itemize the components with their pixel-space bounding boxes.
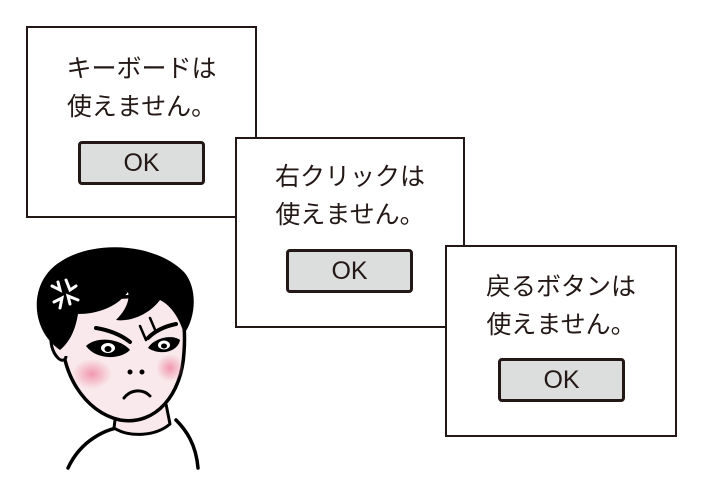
left-cheek: [72, 359, 112, 389]
error-dialog-keyboard: キーボードは 使えません。 OK: [26, 26, 257, 218]
face: [60, 292, 187, 423]
ok-button[interactable]: OK: [286, 249, 413, 293]
dialog-message-line: 使えません。: [486, 310, 636, 339]
nose: [127, 369, 133, 375]
mouth: [122, 389, 152, 400]
right-eyebrow: [146, 322, 178, 340]
dialog-message-line: 使えません。: [275, 200, 425, 229]
ok-button[interactable]: OK: [78, 141, 205, 185]
dialog-message: 右クリックは 使えません。: [237, 158, 463, 234]
dialog-message-line: 戻るボタンは: [485, 272, 636, 301]
shoulders: [66, 403, 200, 470]
dialog-message-line: 右クリックは: [274, 162, 425, 191]
dialog-message-line: キーボードは: [66, 54, 217, 83]
dialog-message: 戻るボタンは 使えません。: [447, 268, 675, 344]
ear: [49, 323, 68, 362]
left-eye: [86, 339, 130, 358]
dialog-message-line: 使えません。: [66, 92, 217, 121]
error-dialog-back-button: 戻るボタンは 使えません。 OK: [445, 245, 677, 437]
right-eye: [148, 337, 180, 353]
dialog-message: キーボードは 使えません。: [28, 50, 255, 126]
left-eyebrow: [94, 326, 132, 344]
angry-vein-icon: [50, 278, 80, 310]
right-cheek: [156, 354, 184, 382]
ok-button[interactable]: OK: [498, 358, 625, 402]
hair: [36, 247, 194, 350]
error-dialog-right-click: 右クリックは 使えません。 OK: [235, 137, 465, 328]
